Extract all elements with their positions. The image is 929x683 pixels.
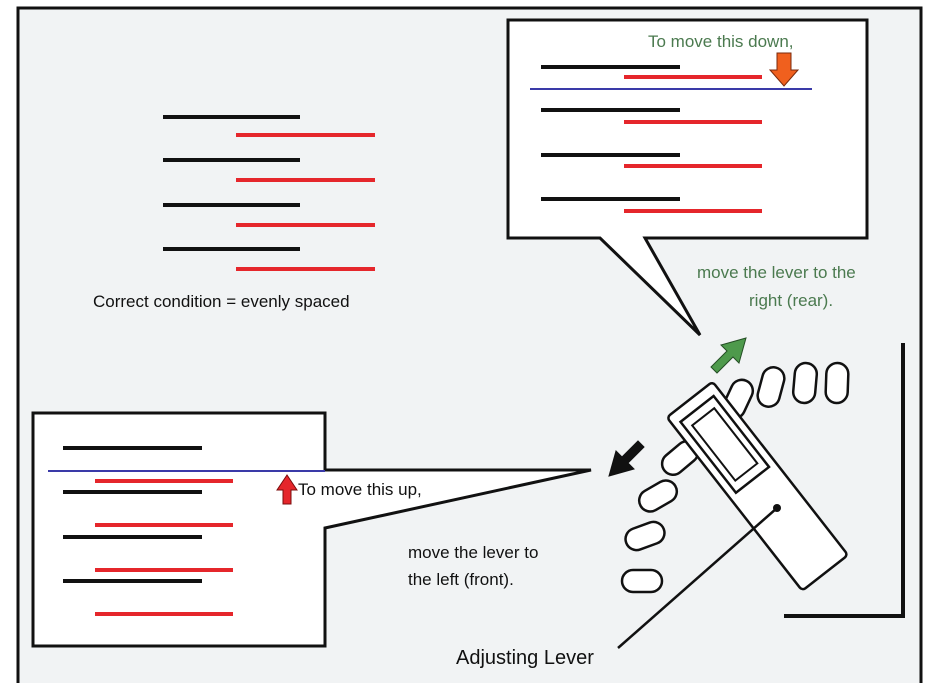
move-left-label-line2: the left (front). <box>408 570 514 589</box>
lever-pointer-line <box>617 507 778 649</box>
slot <box>624 520 666 552</box>
lever-housing-edge <box>784 343 905 618</box>
slot <box>620 568 664 594</box>
correct-condition-label: Correct condition = evenly spaced <box>93 292 350 311</box>
correct-condition-lines <box>163 115 375 271</box>
arrow-down-left-icon <box>608 440 645 477</box>
slot <box>756 366 786 408</box>
callout-down-lines <box>530 65 812 213</box>
move-up-label: To move this up, <box>298 480 422 499</box>
move-right-label-line1: move the lever to the <box>697 263 856 282</box>
adjusting-lever <box>667 382 848 591</box>
arrow-down-icon <box>768 52 800 87</box>
slot <box>824 361 850 405</box>
lever-handle-inner <box>690 406 759 483</box>
move-left-label-line1: move the lever to <box>408 543 538 562</box>
move-right-label-line2: right (rear). <box>749 291 833 310</box>
callout-down <box>506 18 869 337</box>
lever-slots <box>620 361 850 594</box>
arrow-up-right-icon <box>710 337 747 374</box>
slot <box>637 479 679 513</box>
lever-label: Adjusting Lever <box>456 647 594 669</box>
slot <box>791 361 819 405</box>
move-down-label: To move this down, <box>648 32 794 51</box>
callout-up-lines <box>48 446 325 616</box>
arrow-up-icon <box>276 474 298 505</box>
